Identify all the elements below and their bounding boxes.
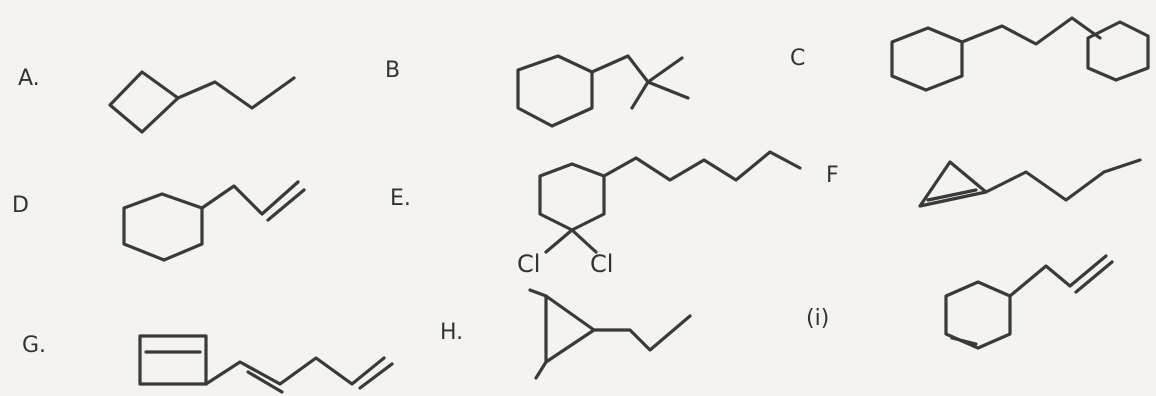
- ring-double-bond: [926, 188, 978, 202]
- label-c: C: [790, 46, 806, 71]
- allyl-chain: [200, 180, 300, 216]
- branch-up: [646, 56, 684, 84]
- label-i: (i): [806, 306, 830, 331]
- chain-double-bond-1: [246, 370, 284, 394]
- structure-c: [890, 16, 1150, 92]
- label-d: D: [12, 193, 29, 218]
- cyclohexene-ring: [944, 280, 1012, 350]
- structure-g: [138, 334, 394, 394]
- methylene-link: [590, 54, 650, 84]
- structure-h: [528, 288, 692, 380]
- hexyl-chain: [602, 150, 802, 182]
- double-bond-line: [1074, 260, 1114, 294]
- cyclohexane-ring-right: [1086, 20, 1150, 82]
- diene-chain: [204, 356, 386, 386]
- cyclohexane-ring-left: [890, 26, 964, 92]
- methyl-bottom: [534, 360, 548, 380]
- structure-e: [538, 150, 802, 254]
- propyl-chain: [176, 76, 296, 110]
- double-bond-line: [266, 188, 306, 222]
- structure-d: [122, 180, 306, 262]
- label-g: G.: [22, 333, 47, 358]
- connecting-chain: [960, 16, 1102, 46]
- branch-down: [646, 80, 690, 100]
- butyl-chain: [984, 158, 1142, 202]
- ring-double-bond: [950, 336, 978, 346]
- cyclohexane-ring: [122, 192, 204, 262]
- c-cl-bond-right: [570, 228, 598, 254]
- cyclobutane-ring: [108, 70, 180, 134]
- label-e: E.: [390, 186, 411, 211]
- substituent-cl-right: Cl: [590, 250, 614, 278]
- structure-b: [516, 54, 690, 128]
- label-b: B: [385, 58, 401, 83]
- c-cl-bond-left: [544, 228, 574, 254]
- ethyl-chain: [592, 314, 692, 352]
- cyclopropene-ring: [918, 160, 988, 208]
- structure-i: [944, 254, 1114, 350]
- cyclohexane-ring: [538, 162, 606, 232]
- substituent-cl-left: Cl: [517, 250, 541, 278]
- cyclohexane-ring: [516, 54, 594, 128]
- chain-double-bond-2: [358, 362, 394, 390]
- cyclobutene-ring: [138, 334, 208, 386]
- label-f: F: [826, 163, 839, 188]
- label-a: A.: [18, 66, 40, 91]
- cyclopropane-ring: [544, 294, 596, 364]
- label-h: H.: [440, 320, 464, 345]
- structure-a: [108, 70, 296, 134]
- structure-f: [918, 158, 1142, 208]
- methyl-top: [528, 288, 548, 298]
- branch-left: [630, 80, 650, 110]
- allyl-chain: [1008, 254, 1108, 298]
